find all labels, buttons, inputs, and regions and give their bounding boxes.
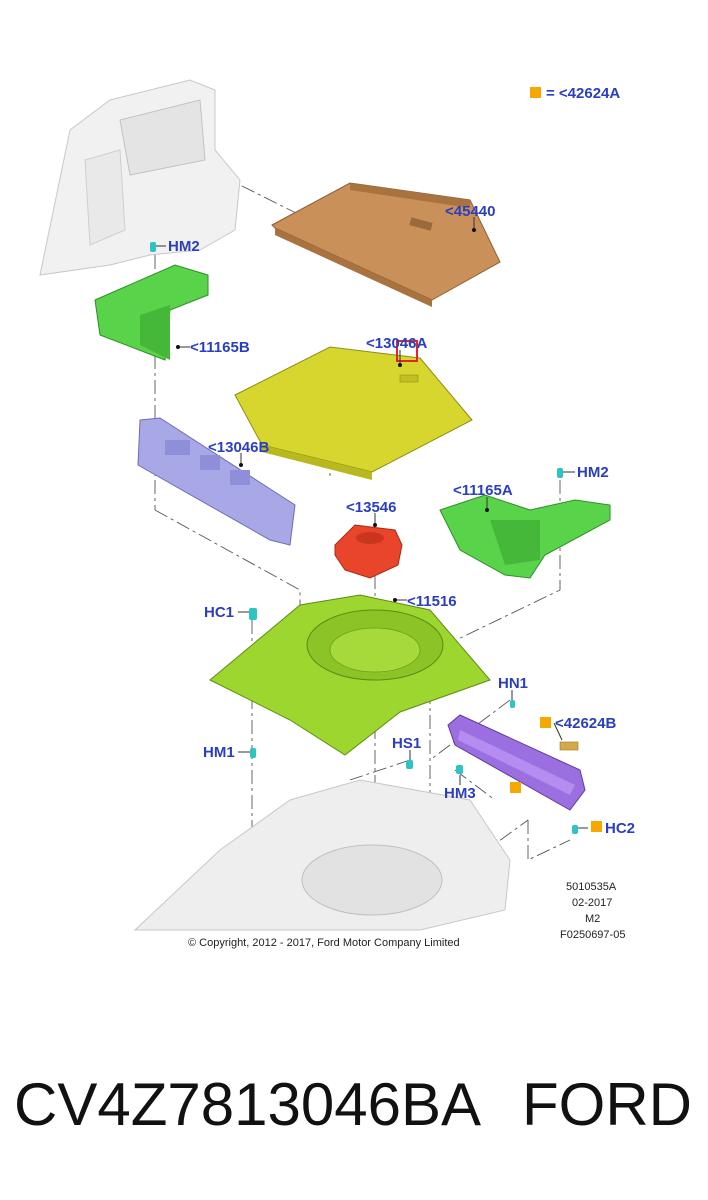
copyright-notice: © Copyright, 2012 - 2017, Ford Motor Com… bbox=[188, 937, 460, 949]
part-number: CV4Z7813046BA bbox=[14, 1071, 481, 1138]
side-bin-right bbox=[439, 494, 611, 579]
fastener-hm1 bbox=[250, 748, 256, 758]
rear-sill-scuff bbox=[447, 714, 586, 811]
foam-spacer bbox=[334, 524, 403, 579]
callout-hm1: HM1 bbox=[203, 744, 235, 761]
reference-line-2: 02-2017 bbox=[572, 897, 612, 909]
legend-label: = <42624A bbox=[546, 85, 620, 102]
orange-marker-hm3 bbox=[510, 782, 521, 793]
spare-wheel-tub bbox=[209, 594, 491, 756]
callout-11165b: <11165B bbox=[190, 339, 250, 356]
callout-13546: <13546 bbox=[346, 499, 396, 516]
callout-hm2-right: HM2 bbox=[577, 464, 609, 481]
callout-hn1: HN1 bbox=[498, 675, 528, 692]
load-floor-panel bbox=[234, 346, 473, 480]
reference-line-4: F0250697-05 bbox=[560, 929, 625, 941]
highlight-box bbox=[396, 340, 418, 362]
reference-line-1: 5010535A bbox=[566, 881, 617, 893]
leader-lines bbox=[156, 217, 588, 829]
callout-hc1: HC1 bbox=[204, 604, 234, 621]
fastener-hm2-left bbox=[150, 242, 156, 252]
fastener-hc2 bbox=[572, 825, 578, 834]
callout-45440: <45440 bbox=[445, 203, 495, 220]
orange-marker-hc2 bbox=[591, 821, 602, 832]
callout-13046b: <13046B bbox=[208, 439, 269, 456]
callout-11165a: <11165A bbox=[453, 482, 513, 499]
body-floor-pan bbox=[133, 779, 511, 931]
fastener-hm2-right bbox=[557, 468, 563, 478]
load-compartment-cover bbox=[271, 182, 501, 307]
fastener-hs1 bbox=[406, 760, 413, 769]
legend-marker bbox=[530, 87, 541, 98]
brand-name: FORD bbox=[522, 1071, 692, 1138]
clip-42624b bbox=[559, 741, 579, 751]
fastener-hn1 bbox=[510, 700, 515, 708]
callout-13046a: <13046A bbox=[366, 335, 427, 352]
reference-line-3: M2 bbox=[585, 913, 600, 925]
callout-42624b: <42624B bbox=[555, 715, 616, 732]
parts-diagram: = <42624A <45440 HM2 <11165B <13046A <13… bbox=[39, 79, 635, 949]
fastener-hm3 bbox=[456, 765, 463, 774]
callout-11516: <11516 bbox=[407, 593, 457, 610]
callout-hm3: HM3 bbox=[444, 785, 476, 802]
callout-hc2: HC2 bbox=[605, 820, 635, 837]
side-bin-left bbox=[94, 264, 209, 361]
orange-marker-42624b bbox=[540, 717, 551, 728]
quarter-trim-panel bbox=[39, 79, 241, 276]
callout-hm2-left: HM2 bbox=[168, 238, 200, 255]
callout-hs1: HS1 bbox=[392, 735, 421, 752]
floor-support-rail bbox=[137, 417, 296, 546]
fastener-hc1 bbox=[249, 608, 257, 620]
